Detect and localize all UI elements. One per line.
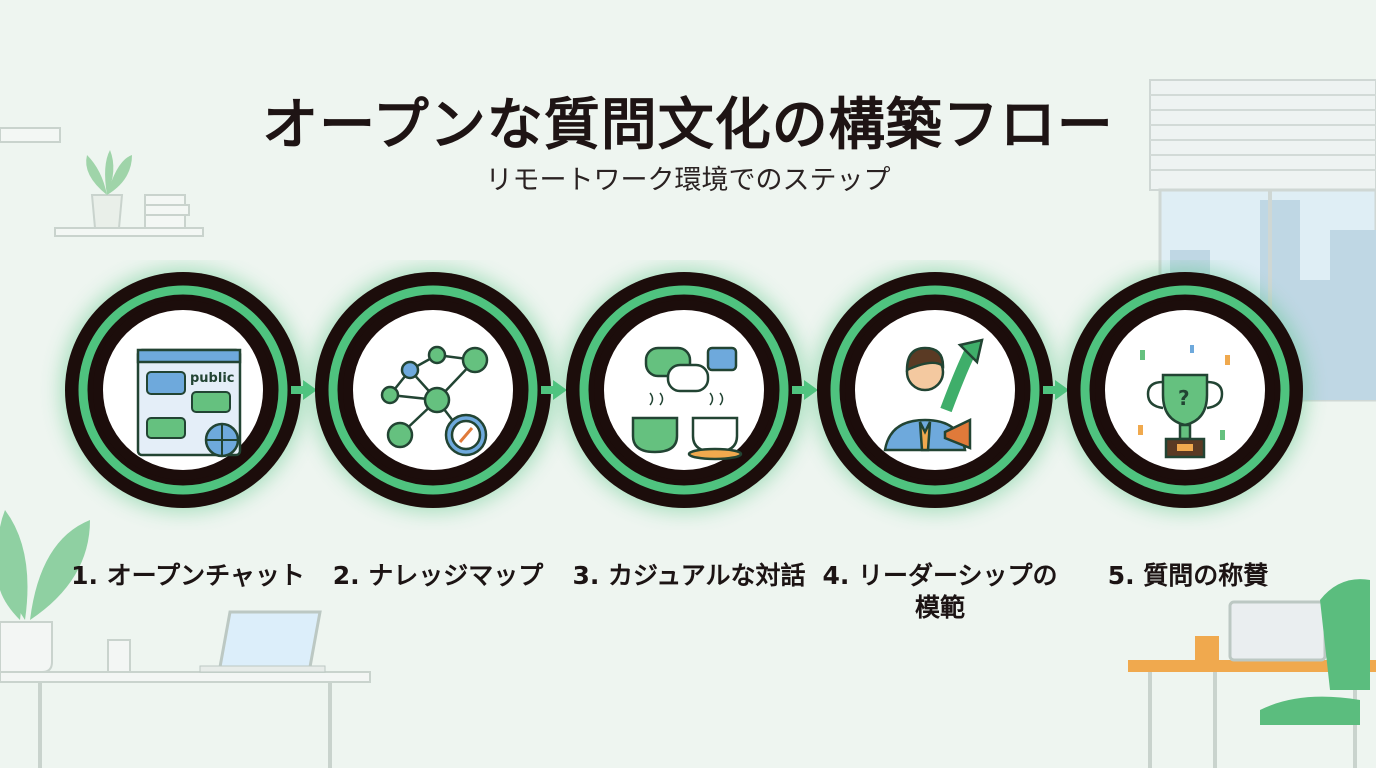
coffee-chat-icon: [631, 346, 743, 461]
page-subtitle: リモートワーク環境でのステップ: [485, 165, 891, 196]
arrow-head-1: [303, 380, 317, 400]
step-flow: public ?: [61, 268, 1307, 512]
step-label-5: 5. 質問の称賛: [1107, 561, 1269, 590]
arrow-head-4: [1055, 380, 1069, 400]
page-title: オープンな質問文化の構築フロー: [262, 93, 1114, 158]
public-text: public: [190, 371, 234, 386]
leader-megaphone-icon: [883, 338, 984, 452]
step-label-1: 1. オープンチャット: [71, 561, 305, 590]
step-label-3: 3. カジュアルな対話: [572, 561, 806, 590]
svg-text:?: ?: [1178, 386, 1190, 410]
step-label-4: 4. リーダーシップの模範: [822, 561, 1058, 622]
public-chat-window-icon: public: [136, 348, 242, 458]
step-green-ring-4: [830, 285, 1040, 495]
step-green-ring-5: [1080, 285, 1290, 495]
knowledge-network-compass-icon: [380, 345, 489, 457]
step-green-ring-1: [78, 285, 288, 495]
arrow-head-3: [804, 380, 818, 400]
step-green-ring-3: [579, 285, 789, 495]
question-trophy-icon: ?: [1138, 345, 1230, 459]
arrow-head-2: [553, 380, 567, 400]
step-label-2: 2. ナレッジマップ: [332, 561, 544, 590]
step-green-ring-2: [328, 285, 538, 495]
